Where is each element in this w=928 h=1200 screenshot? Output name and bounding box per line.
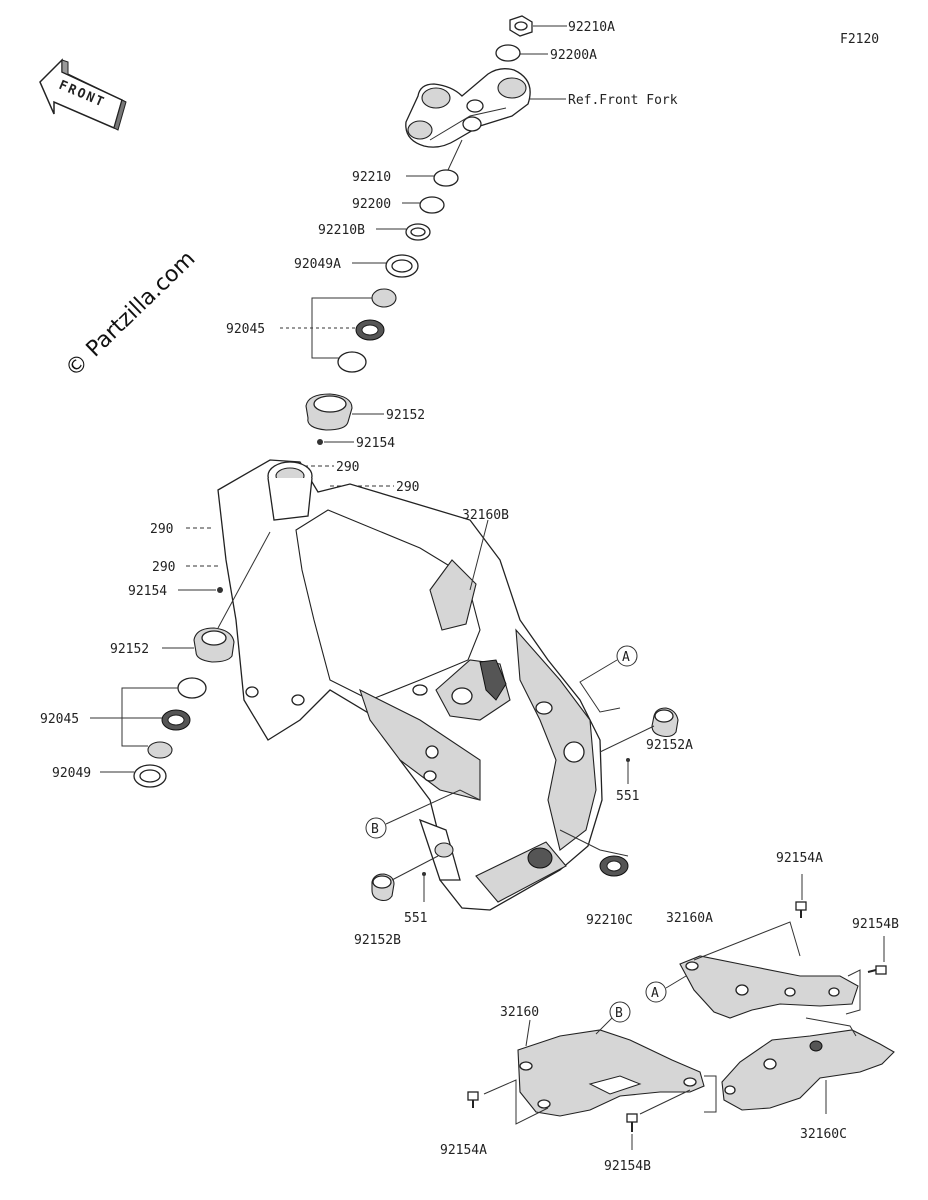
label-551-bottom: 551 bbox=[404, 911, 427, 926]
callout-b-plate bbox=[609, 1001, 631, 1023]
nut-92210 bbox=[433, 169, 459, 187]
label-92045-top: 92045 bbox=[226, 322, 265, 337]
label-92049a: 92049A bbox=[294, 257, 341, 272]
cup-92152-upper bbox=[305, 393, 353, 431]
label-32160b: 32160B bbox=[462, 508, 509, 523]
callout-b-main-label: B bbox=[371, 822, 379, 837]
label-92154b-bottom: 92154B bbox=[604, 1159, 651, 1174]
grommet-92152a bbox=[651, 707, 679, 738]
label-290-a: 290 bbox=[336, 460, 359, 475]
bolt-92154a-right bbox=[795, 901, 807, 918]
upper-triple-clamp bbox=[405, 68, 531, 148]
callout-a-plate-label: A bbox=[651, 986, 659, 1001]
figure-code: F2120 bbox=[840, 32, 879, 47]
bolt-92154a-bottom bbox=[467, 1091, 479, 1108]
label-92154a-right: 92154A bbox=[776, 851, 823, 866]
bearing-race-upper-1 bbox=[371, 288, 397, 308]
label-32160: 32160 bbox=[500, 1005, 539, 1020]
watermark: © Partzilla.com bbox=[61, 246, 200, 382]
plate-32160 bbox=[517, 1029, 705, 1117]
label-92154-top: 92154 bbox=[356, 436, 395, 451]
label-32160a: 32160A bbox=[666, 911, 713, 926]
label-92045-bottom: 92045 bbox=[40, 712, 79, 727]
plate-32160a bbox=[679, 955, 859, 1019]
label-92210b: 92210B bbox=[318, 223, 365, 238]
label-92152-left: 92152 bbox=[110, 642, 149, 657]
cup-92152-lower bbox=[193, 627, 235, 663]
label-92152-top: 92152 bbox=[386, 408, 425, 423]
washer-92200a bbox=[495, 44, 521, 62]
front-arrow-icon: FRONT bbox=[39, 58, 127, 131]
washer-92200 bbox=[419, 196, 445, 214]
label-290-b: 290 bbox=[396, 480, 419, 495]
label-92210c: 92210C bbox=[586, 913, 633, 928]
nut-92210c bbox=[599, 855, 629, 877]
label-92152a: 92152A bbox=[646, 738, 693, 753]
callout-a-plate bbox=[645, 981, 667, 1003]
bolt-92154b-bottom bbox=[626, 1113, 638, 1132]
callout-b-main bbox=[365, 817, 387, 839]
bearing-race-lower-2 bbox=[147, 741, 173, 759]
label-32160c: 32160C bbox=[800, 1127, 847, 1142]
grommet-92152b bbox=[371, 873, 395, 902]
main-frame bbox=[217, 459, 603, 911]
label-92049: 92049 bbox=[52, 766, 91, 781]
nut-92210a bbox=[509, 15, 533, 37]
label-92154-left: 92154 bbox=[128, 584, 167, 599]
bearing-race-upper-2 bbox=[337, 351, 367, 373]
label-290-c: 290 bbox=[150, 522, 173, 537]
label-551-right: 551 bbox=[616, 789, 639, 804]
label-92200: 92200 bbox=[352, 197, 391, 212]
plate-32160c bbox=[721, 1029, 895, 1111]
label-92210a: 92210A bbox=[568, 20, 615, 35]
label-92152b: 92152B bbox=[354, 933, 401, 948]
callout-a-main-label: A bbox=[622, 650, 630, 665]
label-92154b-right: 92154B bbox=[852, 917, 899, 932]
callout-a-main bbox=[616, 645, 638, 667]
label-92210: 92210 bbox=[352, 170, 391, 185]
label-ref-front-fork: Ref.Front Fork bbox=[568, 93, 678, 108]
label-92200a: 92200A bbox=[550, 48, 597, 63]
label-92154a-bottom: 92154A bbox=[440, 1143, 487, 1158]
bearing-race-lower-1 bbox=[177, 677, 207, 699]
callout-b-plate-label: B bbox=[615, 1006, 623, 1021]
label-290-d: 290 bbox=[152, 560, 175, 575]
bolt-92154b-right bbox=[867, 965, 887, 975]
